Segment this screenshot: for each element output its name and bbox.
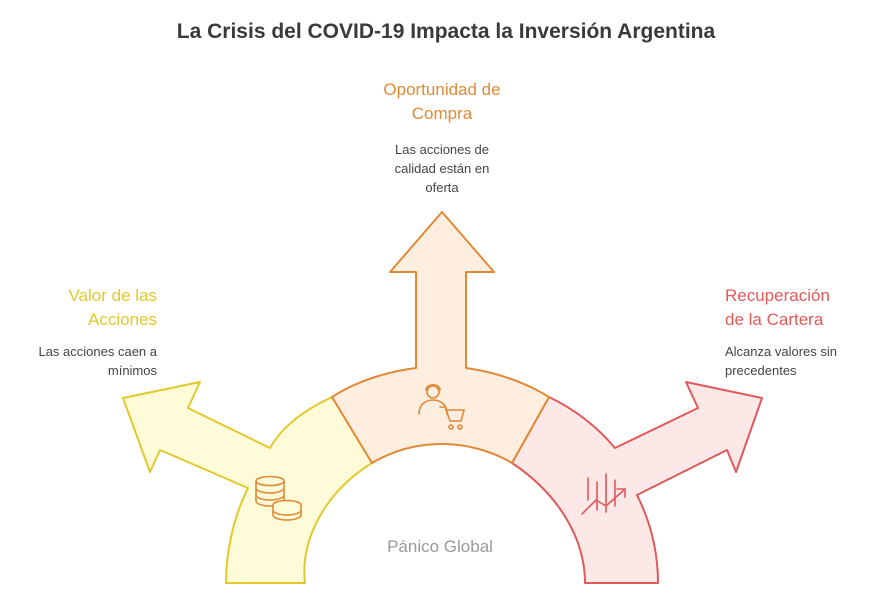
- shopper-cart-icon: [418, 383, 466, 430]
- segment-top[interactable]: [331, 211, 550, 464]
- growth-chart-icon: [581, 473, 626, 515]
- segment-right[interactable]: [511, 381, 763, 584]
- top-heading: Oportunidad de Compra: [383, 80, 501, 123]
- center-label: Pánico Global: [387, 537, 493, 556]
- right-description: Alcanza valores sin precedentes: [725, 344, 837, 378]
- segment-left[interactable]: [122, 381, 373, 584]
- top-description: Las acciones de calidad están en oferta: [394, 142, 490, 195]
- left-description: Las acciones caen a mínimos: [38, 344, 157, 378]
- right-heading: Recuperación de la Cartera: [725, 286, 830, 329]
- page-title: La Crisis del COVID-19 Impacta la Invers…: [176, 20, 716, 43]
- left-heading: Valor de las Acciones: [68, 286, 157, 329]
- coins-stack-icon: [255, 475, 302, 521]
